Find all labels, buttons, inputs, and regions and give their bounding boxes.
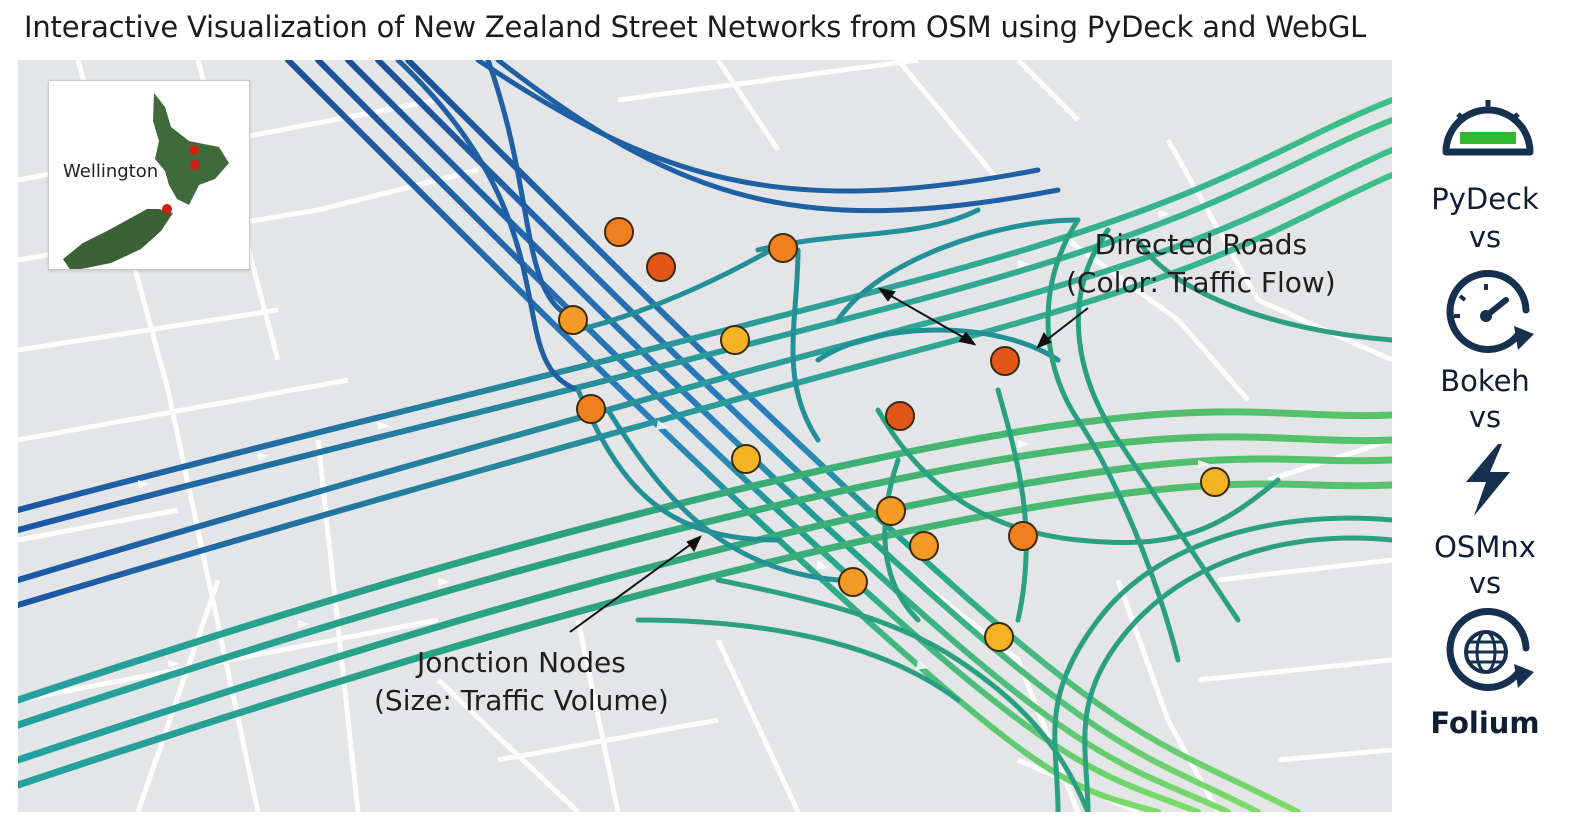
gauge-refresh-icon [1446, 270, 1534, 353]
junction-node[interactable] [838, 567, 868, 597]
junction-node[interactable] [720, 325, 750, 355]
tool-bokeh: Bokeh [1440, 364, 1530, 398]
junction-node[interactable] [1200, 467, 1230, 497]
junction-nodes-annotation: Jonction Nodes (Size: Traffic Volume) [374, 644, 669, 720]
street-network-map[interactable]: Wellington Directed Roads (Color: Traffi… [18, 60, 1392, 812]
junction-node[interactable] [1008, 521, 1038, 551]
road-direction-arrows [138, 210, 1210, 670]
inset-map-label: Wellington [63, 161, 159, 182]
tool-comparison-sidebar: PyDeck vs Bokeh vs OSMnx vs Folium [1400, 60, 1570, 812]
speedometer-icon [1442, 100, 1534, 156]
vs-separator: vs [1468, 220, 1502, 254]
junction-node[interactable] [909, 531, 939, 561]
junction-node[interactable] [990, 346, 1020, 376]
tool-osmnx: OSMnx [1434, 530, 1536, 564]
tool-pydeck: PyDeck [1431, 182, 1539, 216]
junction-node[interactable] [768, 233, 798, 263]
globe-refresh-icon [1446, 608, 1534, 691]
junction-node[interactable] [576, 394, 606, 424]
directed-roads[interactable] [18, 60, 1392, 812]
tool-folium: Folium [1430, 706, 1540, 740]
annotation-nodes-subtitle: (Size: Traffic Volume) [374, 684, 669, 717]
page-title: Interactive Visualization of New Zealand… [24, 10, 1367, 44]
vs-separator: vs [1468, 566, 1502, 600]
lightning-icon [1466, 444, 1510, 516]
directed-roads-annotation: Directed Roads (Color: Traffic Flow) [1066, 226, 1336, 302]
junction-node[interactable] [731, 444, 761, 474]
junction-node[interactable] [604, 217, 634, 247]
junction-node[interactable] [885, 401, 915, 431]
junction-node[interactable] [876, 496, 906, 526]
new-zealand-map-icon [63, 93, 229, 269]
annotation-roads-subtitle: (Color: Traffic Flow) [1066, 266, 1336, 299]
junction-node[interactable] [984, 622, 1014, 652]
junction-nodes [558, 217, 1230, 652]
annotation-arrows [569, 287, 1089, 633]
annotation-roads-title: Directed Roads [1094, 228, 1308, 261]
junction-node[interactable] [558, 305, 588, 335]
junction-node[interactable] [646, 252, 676, 282]
annotation-nodes-title: Jonction Nodes [417, 646, 626, 679]
inset-map[interactable]: Wellington [48, 80, 250, 270]
vs-separator: vs [1468, 400, 1502, 434]
